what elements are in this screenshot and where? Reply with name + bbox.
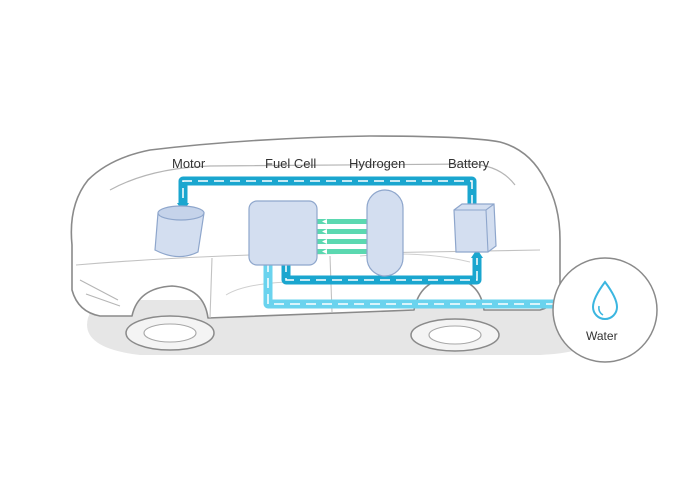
motor-label: Motor xyxy=(172,156,206,171)
rear-wheel xyxy=(410,318,500,352)
water-label: Water xyxy=(586,329,618,343)
front-wheel xyxy=(125,315,215,351)
fuel-cell-label: Fuel Cell xyxy=(265,156,317,171)
electric-flow-bottom xyxy=(281,249,483,285)
hydrogen-tank-component xyxy=(366,189,404,277)
battery-component xyxy=(453,203,497,253)
water-drop-icon xyxy=(591,280,619,320)
water-output-badge xyxy=(552,257,658,363)
motor-component xyxy=(154,205,205,258)
hydrogen-flow-arrows xyxy=(316,219,368,254)
fuel-cell-component xyxy=(248,200,318,266)
hydrogen-label: Hydrogen xyxy=(349,156,406,171)
battery-label: Battery xyxy=(448,156,490,171)
hydrogen-flow-arrowheads xyxy=(322,219,327,254)
